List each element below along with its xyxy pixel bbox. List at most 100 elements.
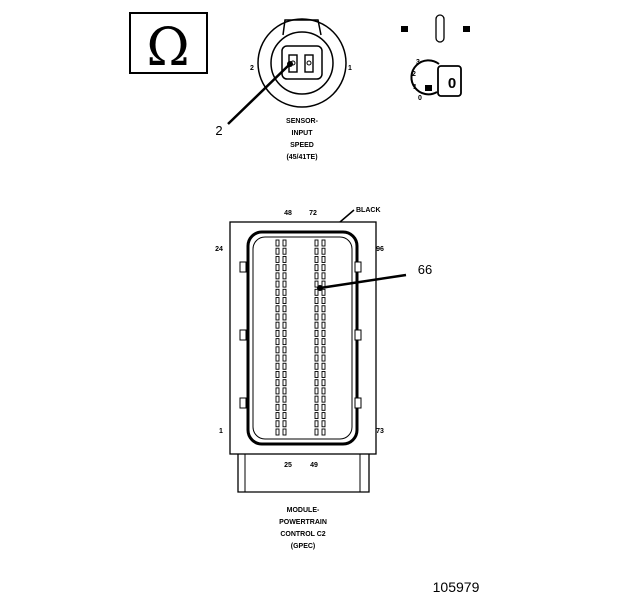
pcm-cavity — [314, 428, 319, 436]
pcm-cavity — [282, 395, 287, 403]
pcm-cavity — [275, 371, 280, 378]
pcm-cavity — [321, 255, 326, 263]
pcm-connector-seal-inner — [252, 236, 353, 440]
pcm-cavity — [321, 362, 326, 370]
pcm-cavity — [275, 264, 280, 272]
pcm-cavity — [275, 362, 280, 370]
sensor-terminal-1-hole — [306, 60, 312, 66]
pcm-cavity — [275, 338, 280, 346]
pcm-cavity — [282, 428, 287, 436]
pcm-cavity — [275, 346, 280, 354]
pcm-cavity — [314, 247, 319, 255]
sensor-callout-label: 2 — [215, 123, 222, 138]
pcm-cavity — [314, 329, 319, 337]
pcm-cavity — [314, 420, 319, 428]
pcm-cavity — [282, 387, 287, 395]
pcm-cavity — [321, 288, 326, 296]
pcm-cavity — [321, 247, 326, 255]
pcm-cavity — [314, 297, 319, 304]
pcm-cavity — [314, 338, 319, 346]
pcm-cavity — [314, 395, 319, 403]
pcm-cavity — [282, 297, 287, 304]
pcm-cavity — [282, 264, 287, 272]
pcm-cavity — [282, 362, 287, 370]
pcm-cavity — [314, 371, 319, 378]
pcm-cavity — [275, 412, 280, 420]
pcm-bottom-pin-left-label: 25 — [284, 462, 292, 469]
sensor-pin-right-label: 1 — [348, 65, 352, 72]
pcm-left-top-pin-label: 24 — [215, 246, 223, 253]
sensor-caption-line-3: SPEED — [290, 142, 314, 149]
pcm-cavity — [282, 272, 287, 280]
pcm-cavity — [282, 280, 287, 288]
pcm-side-tab — [239, 329, 247, 341]
pcm-cavity — [314, 379, 319, 387]
pcm-callout-leader — [319, 273, 407, 290]
sensor-caption-line-2: INPUT — [292, 130, 314, 137]
pcm-cavity — [314, 412, 319, 420]
ohm-symbol-icon: Ω — [146, 18, 189, 78]
pcm-cavity — [314, 354, 319, 362]
ignition-run-marker — [435, 14, 445, 43]
ignition-key-label: 0 — [448, 75, 456, 92]
pcm-bottom-pin-right-label: 49 — [310, 462, 318, 469]
ohmmeter-frame — [129, 12, 208, 74]
ignition-start-marker — [463, 26, 470, 32]
pcm-cavity — [282, 403, 287, 411]
pcm-right-top-pin-label: 96 — [376, 246, 384, 253]
sensor-connector: 2 1 2 SENSOR- INPUT SPEED (45/41TE) — [215, 18, 352, 161]
pcm-cavity — [275, 280, 280, 288]
pcm-cavity — [321, 239, 326, 247]
pcm-cavity — [275, 288, 280, 296]
pcm-cavity — [282, 305, 287, 313]
pcm-cavity — [321, 395, 326, 403]
pcm-top-pin-right-label: 72 — [309, 210, 317, 217]
pcm-cavity — [275, 329, 280, 337]
pcm-cavity — [321, 428, 326, 436]
pcm-cavity — [282, 420, 287, 428]
pcm-cavity — [321, 346, 326, 354]
pcm-cavity-grid — [275, 239, 326, 436]
pcm-cavity — [314, 264, 319, 272]
pcm-cavity — [321, 412, 326, 420]
pcm-caption-line-1: MODULE- — [287, 507, 320, 514]
pcm-cavity — [321, 264, 326, 272]
sensor-latch-tab — [282, 19, 322, 36]
pcm-cavity — [314, 387, 319, 395]
pcm-cavity — [321, 371, 326, 378]
pcm-cavity — [314, 288, 319, 296]
pcm-left-bottom-pin-label: 1 — [219, 428, 223, 435]
sensor-callout-dot — [287, 61, 293, 67]
ohmmeter-symbol: Ω — [129, 12, 208, 78]
pcm-side-tab — [354, 329, 362, 341]
pcm-cavity — [275, 305, 280, 313]
pcm-cavity — [275, 239, 280, 247]
pcm-cavity — [275, 354, 280, 362]
pcm-caption-line-2: POWERTRAIN — [279, 519, 327, 526]
pcm-cavity — [314, 280, 319, 288]
pcm-cavity — [321, 379, 326, 387]
pcm-callout-dot — [317, 285, 323, 291]
pcm-right-bottom-pin-label: 73 — [376, 428, 384, 435]
sensor-caption-line-4: (45/41TE) — [286, 154, 317, 161]
sensor-terminal-1 — [304, 54, 314, 73]
pcm-side-tab — [354, 261, 362, 273]
pcm-caption-line-4: (GPEC) — [291, 543, 316, 550]
pcm-cavity — [275, 321, 280, 329]
sensor-pin-left-label: 2 — [250, 65, 254, 72]
ignition-pointer — [425, 85, 432, 91]
pcm-cavity — [282, 338, 287, 346]
pcm-cavity — [321, 272, 326, 280]
pcm-cavity — [282, 255, 287, 263]
pcm-cavity — [314, 362, 319, 370]
pcm-cavity — [275, 403, 280, 411]
pcm-cavity — [275, 420, 280, 428]
pcm-top-pin-left-label: 48 — [284, 210, 292, 217]
pcm-connector: 48 72 BLACK 24 96 1 73 25 49 66 MODULE- … — [215, 207, 432, 550]
pcm-cavity — [275, 297, 280, 304]
pcm-cavity — [321, 313, 326, 321]
pcm-connector-body — [229, 221, 377, 455]
pcm-cavity — [282, 247, 287, 255]
sensor-caption-line-1: SENSOR- — [286, 118, 319, 125]
